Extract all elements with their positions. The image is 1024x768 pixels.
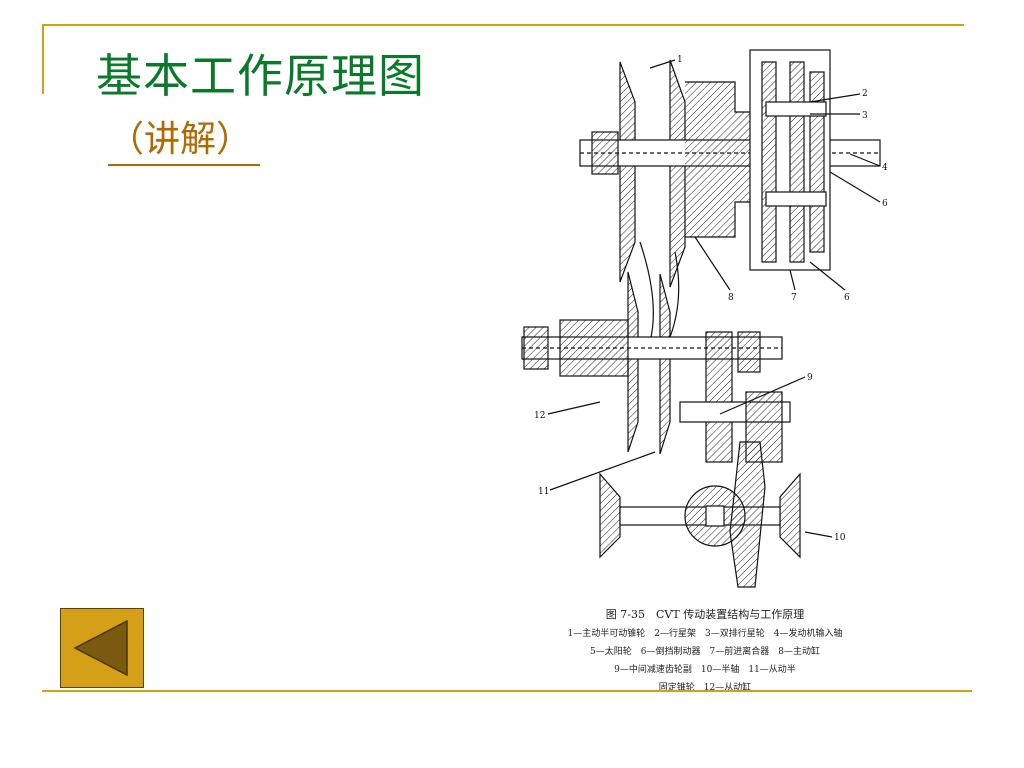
cvt-diagram: 1 2 3 4 6 6 7 8 9 10 11 12 图 7-35 CVT 传动…: [510, 42, 900, 694]
part-label: 6: [882, 199, 888, 209]
slide-subtitle-link[interactable]: （讲解）: [108, 110, 261, 166]
figure-caption-title: 图 7-35 CVT 传动装置结构与工作原理: [605, 608, 805, 621]
part-label: 4: [882, 163, 888, 173]
bottom-rule: [42, 690, 972, 692]
figure-caption-line: 9—中间减速齿轮副 10—半轴 11—从动半: [614, 665, 796, 675]
part-labels: 1 2 3 4 6 6 7 8 9 10 11 12: [534, 55, 888, 543]
part-label: 7: [791, 293, 797, 303]
part-label: 9: [807, 373, 813, 383]
part-label: 12: [534, 411, 545, 421]
part-label: 6: [844, 293, 850, 303]
figure-caption-line: 固定锥轮 12—从动缸: [658, 683, 752, 693]
part-label: 11: [538, 487, 549, 497]
triangle-left-icon: [73, 619, 128, 677]
slide-title: 基本工作原理图: [96, 49, 425, 103]
part-label: 10: [834, 533, 846, 543]
figure-caption-line: 1—主动半可动锥轮 2—行星架 3—双排行星轮 4—发动机输入轴: [567, 629, 843, 639]
part-label: 2: [862, 89, 868, 99]
top-rule: [42, 24, 964, 26]
back-button[interactable]: [60, 608, 144, 688]
part-label: 8: [728, 293, 734, 303]
part-label: 1: [677, 55, 683, 65]
part-label: 3: [862, 111, 868, 121]
cvt-drawing: 1 2 3 4 6 6 7 8 9 10 11 12: [521, 49, 888, 588]
left-rule: [42, 24, 44, 94]
figure-caption-line: 5—太阳轮 6—倒挡制动器 7—前进离合器 8—主动缸: [590, 647, 820, 657]
